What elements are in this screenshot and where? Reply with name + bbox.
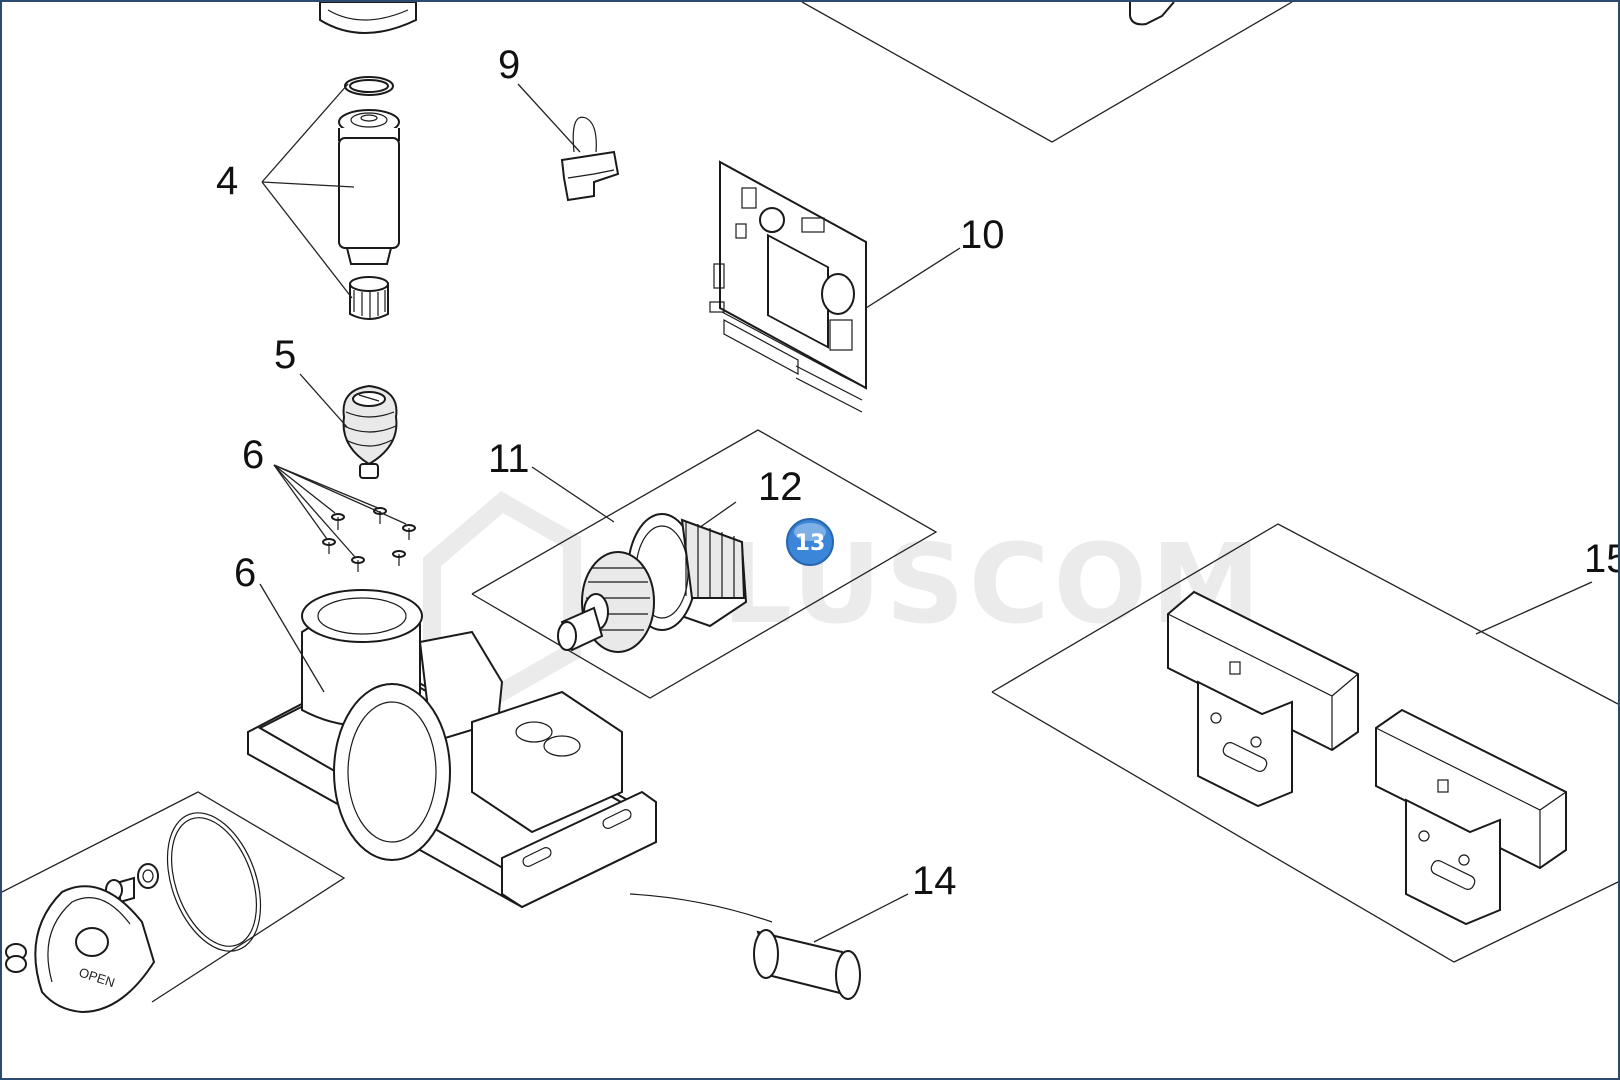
part-15-plane (991, 523, 1618, 963)
watermark-logo: LUSCOM (423, 491, 1260, 703)
callout-4: 4 (216, 159, 238, 203)
bottom-left-cover-assembly: OPEN (2, 791, 346, 1014)
part-9-connector (517, 83, 620, 202)
callout-11: 11 (488, 437, 530, 481)
part-10-control-board (709, 160, 961, 413)
callout-12: 12 (758, 465, 803, 509)
callout-14: 14 (912, 859, 957, 903)
callout-6-screws: 6 (242, 433, 264, 477)
part-15-limit-switch-b (1375, 708, 1567, 926)
part-12-gear (557, 551, 655, 653)
part-13-badge[interactable]: 13 (786, 518, 834, 566)
part-6-housing (247, 583, 657, 909)
part-4-motor (261, 76, 400, 320)
part-15-limit-switch-a (1167, 590, 1359, 808)
part-14-capacitor (629, 893, 909, 1000)
part-5-worm-gear (299, 373, 398, 479)
badge-label: 13 (795, 531, 826, 556)
callout-15: 15 (1584, 537, 1618, 581)
callout-6-housing: 6 (234, 551, 256, 595)
rotor-assembly-plane (471, 429, 938, 699)
callout-10: 10 (960, 213, 1005, 257)
top-cap-part (319, 2, 417, 34)
callout-9: 9 (498, 43, 520, 87)
top-assembly-plane (801, 2, 1293, 143)
callout-5: 5 (274, 333, 296, 377)
part-6-screws (273, 464, 416, 572)
